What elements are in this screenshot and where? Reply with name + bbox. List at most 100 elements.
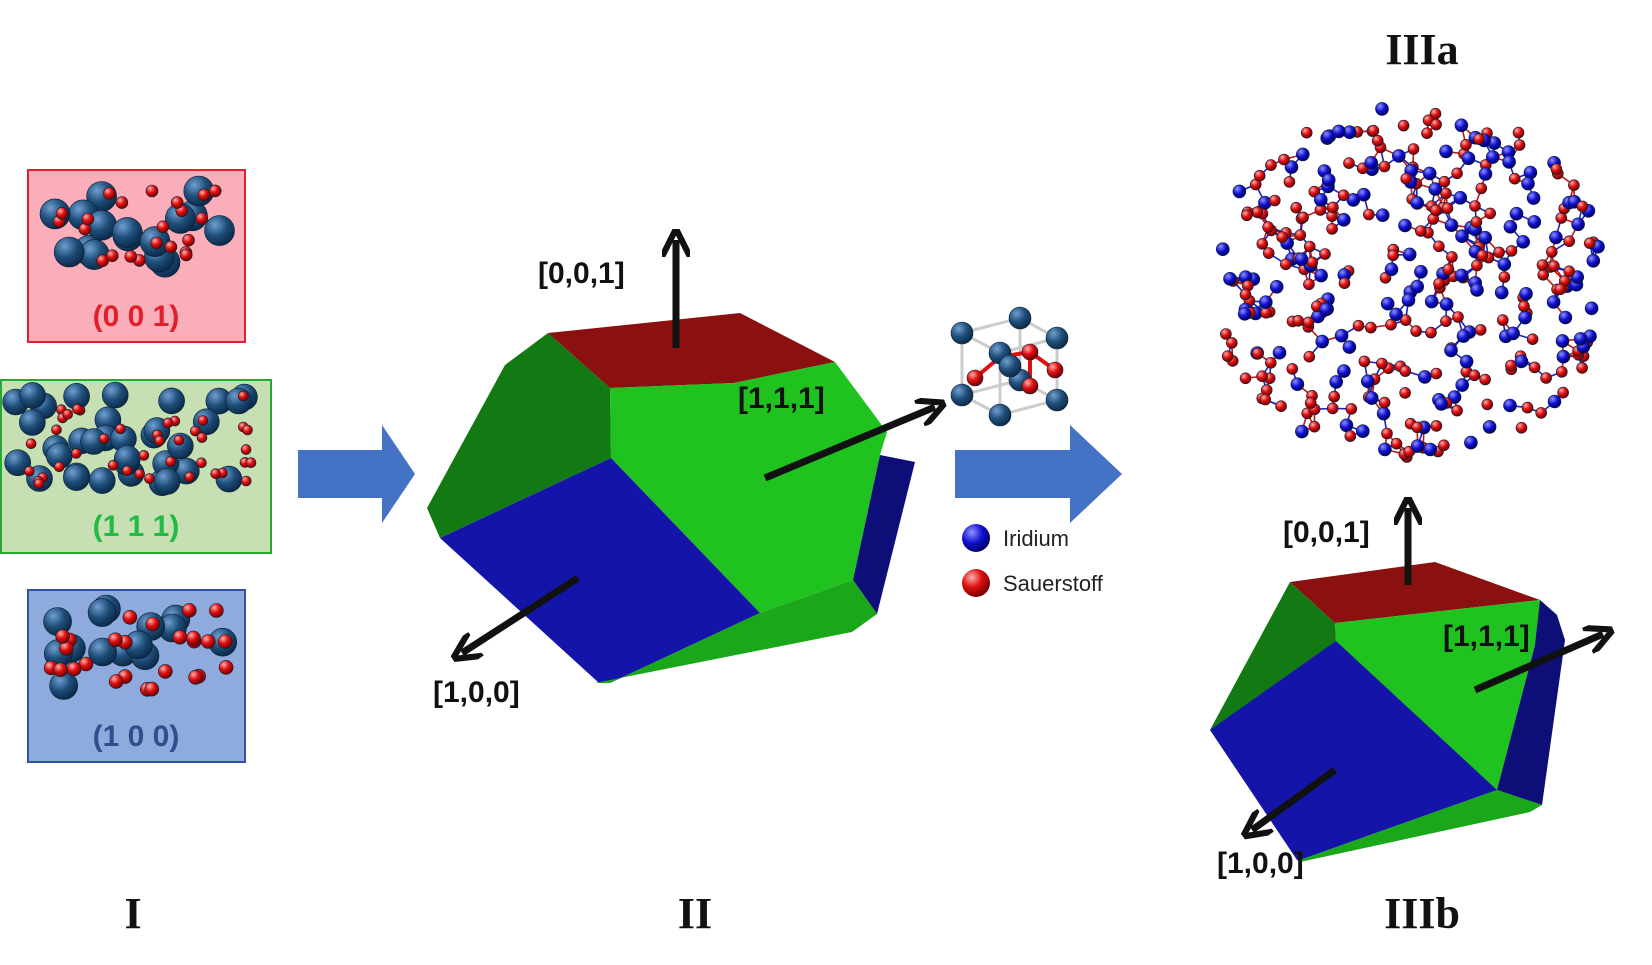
- iridium-atom: [1424, 294, 1439, 309]
- iridium-atom: [1461, 151, 1476, 166]
- iridium-atom: [204, 215, 235, 246]
- iridium-atom: [88, 467, 116, 494]
- oxygen-atom: [1387, 249, 1399, 262]
- oxygen-atom: [1521, 401, 1534, 414]
- oxygen-atom: [51, 424, 62, 436]
- iridium-atom: [1546, 295, 1561, 309]
- iridium-atom: [1314, 268, 1328, 283]
- iridium-atom: [1389, 307, 1403, 322]
- iridium-atom: [1259, 295, 1273, 310]
- iridium-atom: [1398, 218, 1412, 233]
- iridium-atom: [1556, 349, 1571, 364]
- oxygen-atom: [1343, 157, 1355, 169]
- iridium-atom: [225, 387, 252, 415]
- oxygen-atom: [1303, 240, 1316, 253]
- legend: Iridium Sauerstoff: [962, 524, 1104, 597]
- oxygen-atom: [182, 233, 195, 247]
- iridium-atom: [1334, 328, 1349, 343]
- oxygen-atom: [150, 236, 163, 250]
- oxygen-atom: [1471, 259, 1483, 272]
- oxygen-atom: [196, 432, 208, 443]
- iridium-atom: [1237, 306, 1252, 321]
- iridium-atom: [1414, 264, 1428, 279]
- label-001-large: [0,0,1]: [538, 257, 625, 290]
- arrow-111-large: [763, 407, 935, 482]
- oxygen-atom: [1327, 201, 1339, 214]
- oxygen-atom: [103, 187, 116, 200]
- oxygen-atom: [1378, 160, 1391, 173]
- oxygen-atom: [188, 669, 203, 685]
- iridium-atom: [1497, 257, 1512, 272]
- oxygen-atom: [217, 634, 233, 649]
- facet-box-001: (0 0 1): [27, 169, 246, 343]
- iridium-atom: [1337, 213, 1351, 227]
- iridium-atom: [112, 217, 143, 248]
- oxygen-atom: [53, 662, 68, 678]
- arrow-100-small: [1252, 767, 1338, 830]
- oxygen-atom: [122, 609, 138, 625]
- oxygen-atom: [1276, 231, 1288, 243]
- oxygen-atom: [1452, 311, 1464, 323]
- oxygen-atom: [1484, 207, 1496, 220]
- unit-cell-oxygen-atom: [966, 369, 984, 387]
- oxygen-atom: [1397, 119, 1410, 132]
- iridium-atom: [1332, 124, 1346, 139]
- iridium-atom: [1516, 235, 1530, 249]
- oxygen-atom: [1306, 256, 1318, 269]
- oxygen-atom: [1433, 277, 1445, 290]
- oxygen-atom: [1262, 247, 1275, 259]
- oxygen-atom: [1468, 369, 1481, 382]
- oxygen-atom: [138, 450, 150, 461]
- iridium-atom: [1342, 340, 1357, 354]
- face-001-top: [548, 313, 835, 388]
- oxygen-atom: [1376, 357, 1388, 370]
- iridium-atom: [1423, 442, 1438, 457]
- iridium-atom: [1319, 302, 1333, 317]
- oxygen-atom: [1275, 400, 1287, 413]
- oxygen-atom: [1505, 359, 1517, 372]
- iridium-atom: [1519, 286, 1533, 301]
- unit-cell-iridium-atom: [1045, 388, 1069, 412]
- iridium-atom: [1478, 167, 1493, 181]
- oxygen-atom: [1390, 437, 1403, 450]
- oxygen-atom: [179, 248, 193, 262]
- oxygen-atom: [1302, 316, 1315, 329]
- oxygen-atom: [1326, 223, 1338, 235]
- arrow-111-small: [1473, 634, 1603, 694]
- iridium-atom: [1315, 334, 1329, 349]
- oxygen-atom: [1415, 225, 1427, 237]
- iridium-atom: [1502, 155, 1516, 169]
- oxygen-atom: [1280, 258, 1292, 271]
- oxygen-atom: [1526, 333, 1539, 346]
- oxygen-atom: [1262, 221, 1274, 233]
- iridium-atom: [4, 449, 32, 477]
- oxygen-atom: [1371, 134, 1384, 147]
- face-111-bottom: [595, 580, 877, 683]
- atom-cluster-001: [39, 175, 235, 278]
- label-111-large: [1,1,1]: [738, 382, 825, 415]
- face-111-left-dark-small: [1210, 582, 1336, 741]
- oxygen-atom: [23, 465, 35, 477]
- block-arrow-1: [298, 425, 415, 523]
- oxygen-atom: [55, 629, 71, 644]
- oxygen-atom: [115, 423, 126, 435]
- oxygen-atom: [1251, 206, 1264, 219]
- iridium-atom: [1586, 253, 1601, 268]
- oxygen-atom: [115, 196, 129, 209]
- oxygen-atom: [1220, 328, 1232, 340]
- oxygen-atom: [1497, 314, 1509, 326]
- oxygen-atom: [1576, 200, 1589, 213]
- oxygen-atom: [1546, 246, 1558, 258]
- oxygen-atom: [1508, 172, 1521, 185]
- iridium-atom: [1428, 182, 1443, 196]
- oxygen-atom: [1378, 396, 1391, 409]
- oxygen-atom: [240, 444, 252, 455]
- iridium-atom: [1514, 354, 1529, 369]
- iridium-atom: [1549, 230, 1563, 245]
- oxygen-atom: [210, 468, 221, 480]
- crystal-polyhedron-small: [1210, 562, 1565, 862]
- oxygen-atom: [72, 403, 83, 415]
- iridium-atom: [53, 236, 85, 268]
- oxygen-atom: [1278, 153, 1290, 166]
- iridium-atom: [1410, 439, 1425, 453]
